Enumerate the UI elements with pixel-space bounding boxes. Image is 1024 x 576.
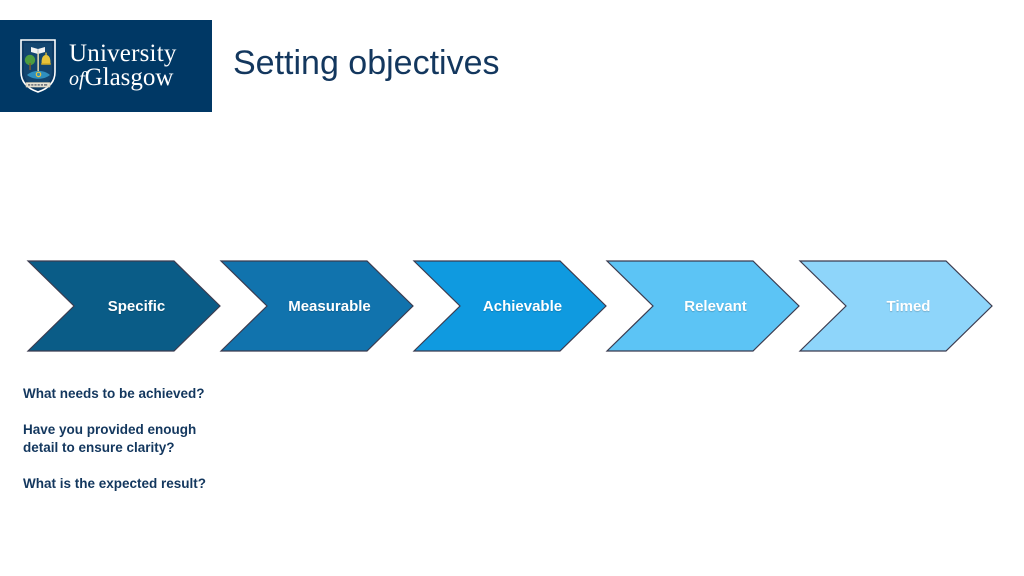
question-line: Have you provided enough <box>23 422 197 437</box>
smart-chevron-row: Specific Measurable Achievable Relevant … <box>0 260 1024 356</box>
chevron-shape-achievable <box>412 260 607 352</box>
chevron-step-achievable[interactable]: Achievable <box>412 260 607 352</box>
chevron-shape-specific <box>26 260 221 352</box>
question-line: detail to ensure clarity? <box>23 440 175 455</box>
logo-word-glasgow: Glasgow <box>84 64 174 91</box>
logo-line-university: University <box>69 39 177 67</box>
question-item: Have you provided enough detail to ensur… <box>23 421 443 457</box>
questions-list: What needs to be achieved? Have you prov… <box>23 385 443 493</box>
question-item: What is the expected result? <box>23 475 443 493</box>
chevron-label-relevant: Relevant <box>684 297 747 315</box>
chevron-step-specific[interactable]: Specific <box>26 260 221 352</box>
chevron-label-specific: Specific <box>107 297 166 315</box>
chevron-label-achievable: Achievable <box>482 297 563 315</box>
chevron-label-measurable: Measurable <box>288 297 371 315</box>
shield-crest-icon <box>20 39 56 93</box>
chevron-shape-relevant <box>605 260 800 352</box>
question-item: What needs to be achieved? <box>23 385 443 403</box>
logo-wordmark: University ofGlasgow <box>69 39 177 91</box>
chevron-step-measurable[interactable]: Measurable <box>219 260 414 352</box>
question-line: What needs to be achieved? <box>23 386 205 401</box>
logo-word-of: of <box>69 68 85 90</box>
chevron-shape-timed <box>798 260 993 352</box>
chevron-step-timed[interactable]: Timed <box>798 260 993 352</box>
university-logo-block: University ofGlasgow <box>0 20 212 112</box>
logo-line-glasgow: ofGlasgow <box>69 64 177 91</box>
page-title: Setting objectives <box>233 44 500 82</box>
chevron-shape-measurable <box>219 260 414 352</box>
chevron-step-relevant[interactable]: Relevant <box>605 260 800 352</box>
question-line: What is the expected result? <box>23 476 207 491</box>
chevron-label-timed: Timed <box>886 297 931 315</box>
